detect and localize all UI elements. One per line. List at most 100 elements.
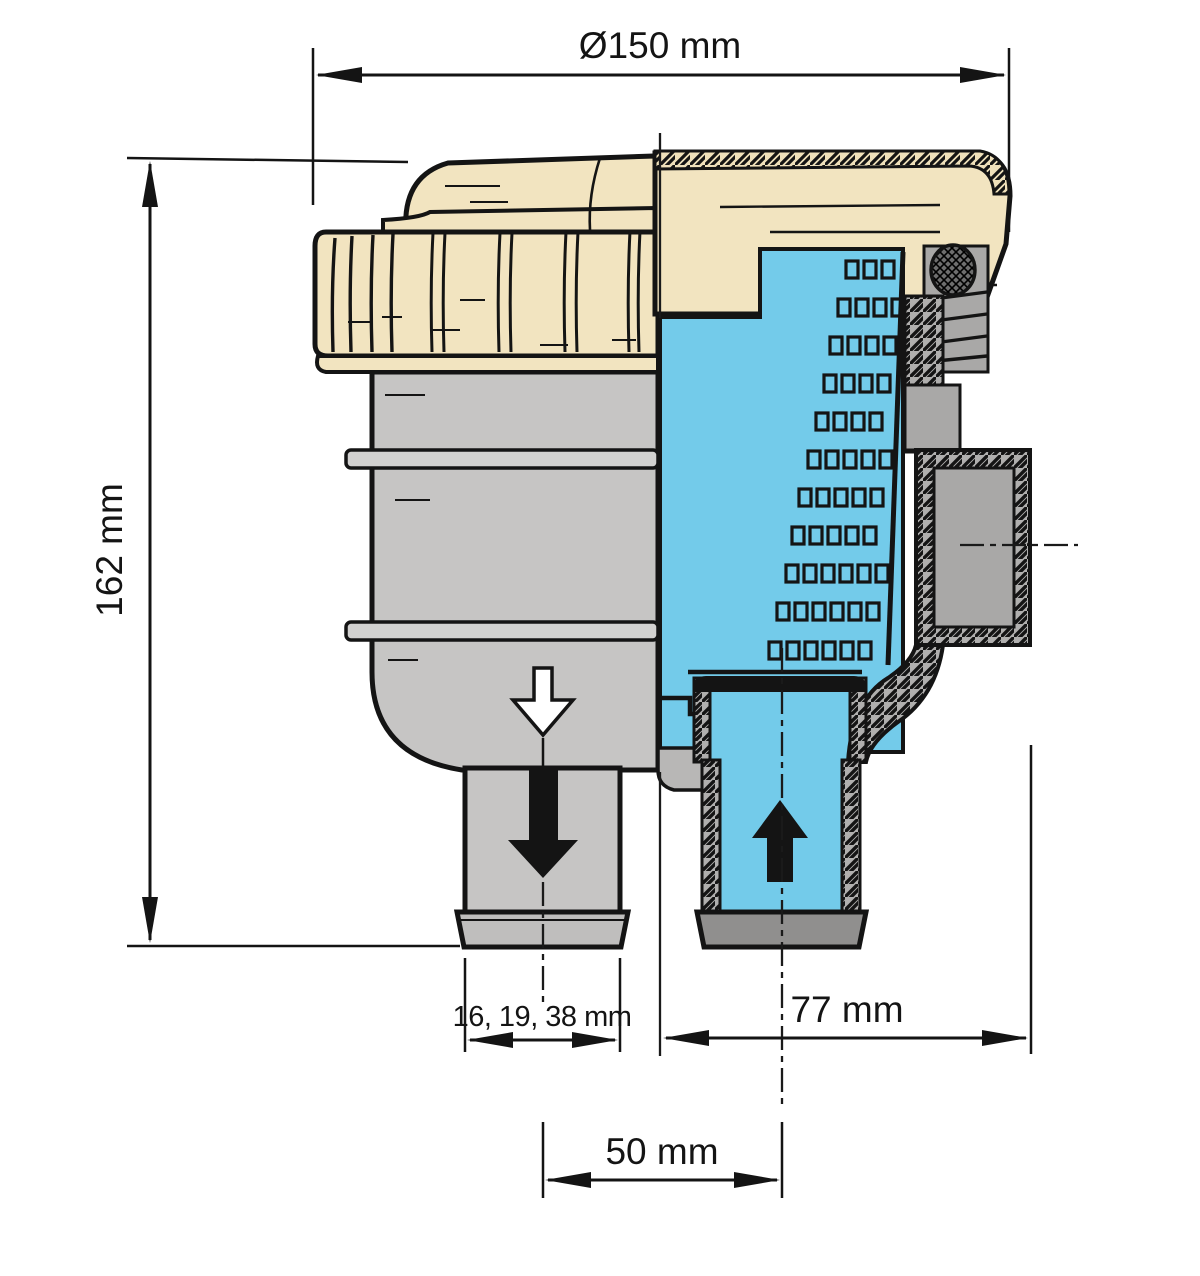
lid-flange: [312, 229, 661, 359]
dimension-port-spacing: 50 mm: [541, 1122, 784, 1198]
strainer-hole: [828, 335, 844, 356]
height-label: 162 mm: [89, 483, 130, 617]
bowl: [344, 369, 661, 773]
strainer-hole: [872, 297, 888, 318]
lid-rib-lines-left: [330, 233, 395, 353]
outlet-flow-arrow-icon: [508, 768, 578, 878]
strainer-hole: [815, 487, 831, 508]
strainer-hole: [833, 487, 849, 508]
strainer-hole: [844, 259, 860, 280]
strainer-hole: [829, 601, 845, 622]
strainer-perforations: [767, 259, 906, 661]
side-port: [914, 448, 1032, 647]
bowl-body: [369, 369, 661, 773]
strainer-hole: [820, 563, 836, 584]
strainer-hole: [832, 411, 848, 432]
strainer-hole: [814, 411, 830, 432]
inlet-offset-label: 77 mm: [790, 989, 903, 1030]
reference-lines: [126, 156, 460, 948]
strainer-hole: [882, 335, 898, 356]
strainer-hole: [811, 601, 827, 622]
inlet-port: [692, 676, 870, 950]
strainer-hole: [842, 449, 858, 470]
strainer-hole: [847, 601, 863, 622]
strainer-hole: [824, 449, 840, 470]
hose-label: 16, 19, 38 mm: [453, 1001, 632, 1033]
dimension-inlet-offset: 77 mm: [663, 745, 1033, 1054]
lid-shading-lines: [348, 185, 636, 346]
strainer-hole: [858, 373, 874, 394]
strainer-hole: [797, 487, 813, 508]
outlet-flow-hollow-arrow-icon: [509, 666, 577, 738]
inlet-flow-arrow-icon: [752, 800, 808, 882]
strainer-hole: [821, 640, 837, 661]
port-spacing-label: 50 mm: [605, 1131, 718, 1172]
strainer-hole: [880, 259, 896, 280]
strainer-hole: [844, 525, 860, 546]
lid-rib-dividers: [429, 230, 642, 353]
strainer-hole: [874, 563, 890, 584]
dimension-diameter: Ø150 mm: [311, 25, 1011, 232]
strainer-hole: [838, 563, 854, 584]
strainer-hole: [868, 411, 884, 432]
inlet-port-wall-left: [700, 758, 722, 914]
arrowhead-left-icon: [545, 1172, 591, 1188]
housing-wall-section: [656, 294, 1032, 792]
strainer-hole: [878, 449, 894, 470]
lid-bottom-strip: [315, 354, 660, 374]
strainer-hole: [856, 563, 872, 584]
arrowhead-right-icon: [960, 67, 1006, 83]
strainer-hole: [790, 525, 806, 546]
lid-dome-seam: [588, 157, 602, 231]
inlet-tube-rim: [694, 676, 866, 692]
bowl-band-lower: [344, 620, 660, 642]
strainer-hole: [869, 487, 885, 508]
strainer-hole: [840, 373, 856, 394]
side-port-bore: [932, 466, 1016, 629]
strainer-hole: [793, 601, 809, 622]
bowl-shading-lines: [385, 394, 430, 661]
arrowhead-left-icon: [467, 1032, 513, 1048]
wall-step: [903, 383, 962, 452]
strainer-hole: [865, 601, 881, 622]
extension-lines: [541, 1122, 784, 1198]
arrowhead-left-icon: [663, 1030, 709, 1046]
strainer-hole: [850, 411, 866, 432]
strainer-hole: [822, 373, 838, 394]
extension-lines: [311, 48, 1011, 232]
arrowhead-right-icon: [572, 1032, 618, 1048]
dimension-height: 162 mm: [89, 156, 460, 948]
strainer-hole: [784, 563, 800, 584]
strainer-hole: [876, 373, 892, 394]
lid-seal-oring: [929, 243, 977, 297]
strainer-hole: [854, 297, 870, 318]
strainer-hole: [851, 487, 867, 508]
diameter-label: Ø150 mm: [579, 25, 741, 66]
strainer-basket-wall: [885, 251, 906, 666]
arrowhead-right-icon: [982, 1030, 1028, 1046]
arrowhead-top-icon: [142, 161, 158, 207]
strainer-hole: [839, 640, 855, 661]
strainer-hole: [860, 449, 876, 470]
strainer-hole: [826, 525, 842, 546]
extension-lines: [463, 958, 622, 1052]
strainer-hole: [802, 563, 818, 584]
flow-arrows: [508, 666, 808, 882]
dimension-hose: 16, 19, 38 mm: [453, 958, 632, 1052]
strainer-hole: [862, 525, 878, 546]
arrowhead-bottom-icon: [142, 897, 158, 943]
arrowhead-right-icon: [734, 1172, 780, 1188]
centerlines: [541, 133, 1078, 1108]
strainer-hole: [836, 297, 852, 318]
strainer-hole: [803, 640, 819, 661]
strainer-hole: [862, 259, 878, 280]
strainer-hole: [864, 335, 880, 356]
arrowhead-left-icon: [316, 67, 362, 83]
strainer-hole: [785, 640, 801, 661]
bowl-band-upper: [344, 448, 660, 470]
strainer-hole: [857, 640, 873, 661]
inlet-hose-tail: [693, 909, 870, 950]
strainer-hole: [775, 601, 791, 622]
